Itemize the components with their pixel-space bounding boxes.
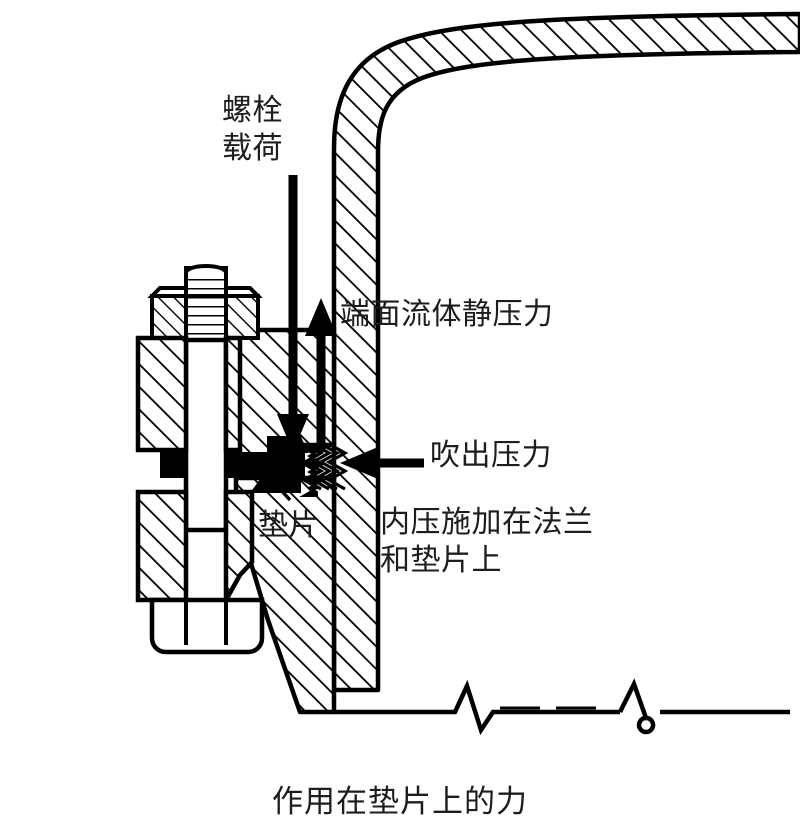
face-hydrostatic-pressure-arrow [305,298,337,452]
label-blowout-pressure: 吹出压力 [430,439,552,472]
stud-thread-in-nut [184,294,228,344]
stud-top-cap [184,264,228,274]
nut-left-face [150,294,188,340]
label-internal-pressure: 内压施加在法兰 和垫片上 [380,506,594,577]
shell-wall [331,11,800,693]
bolt-load-arrow [277,175,309,452]
bolt-shank [183,337,229,533]
gasket-leader-line [268,476,292,502]
blowout-pressure-arrow [340,447,424,479]
break-line [334,678,790,736]
stud-bolt-assembly [135,264,265,655]
bolt-head [149,597,265,655]
flange-upper-gasket-seat [267,436,309,453]
flange-upper-mid-ring [223,335,243,453]
flange-lower-left-ring [135,489,189,603]
gasket-serrated-edge [299,447,326,497]
flange-upper-left-ring [135,335,189,453]
shell-wall-section [331,11,800,693]
gasket-band [160,452,305,478]
label-face-hydrostatic-pressure: 端面流体静压力 [340,298,554,331]
figure-caption: 作用在垫片上的力 [272,784,528,819]
flange-body [233,327,337,715]
nut-right-face [224,294,260,340]
stud-thread-top [184,266,228,300]
label-gasket: 垫片 [258,509,319,542]
flange-lower-mid-ring [223,489,255,609]
label-bolt-load: 螺栓 载荷 [222,94,283,165]
